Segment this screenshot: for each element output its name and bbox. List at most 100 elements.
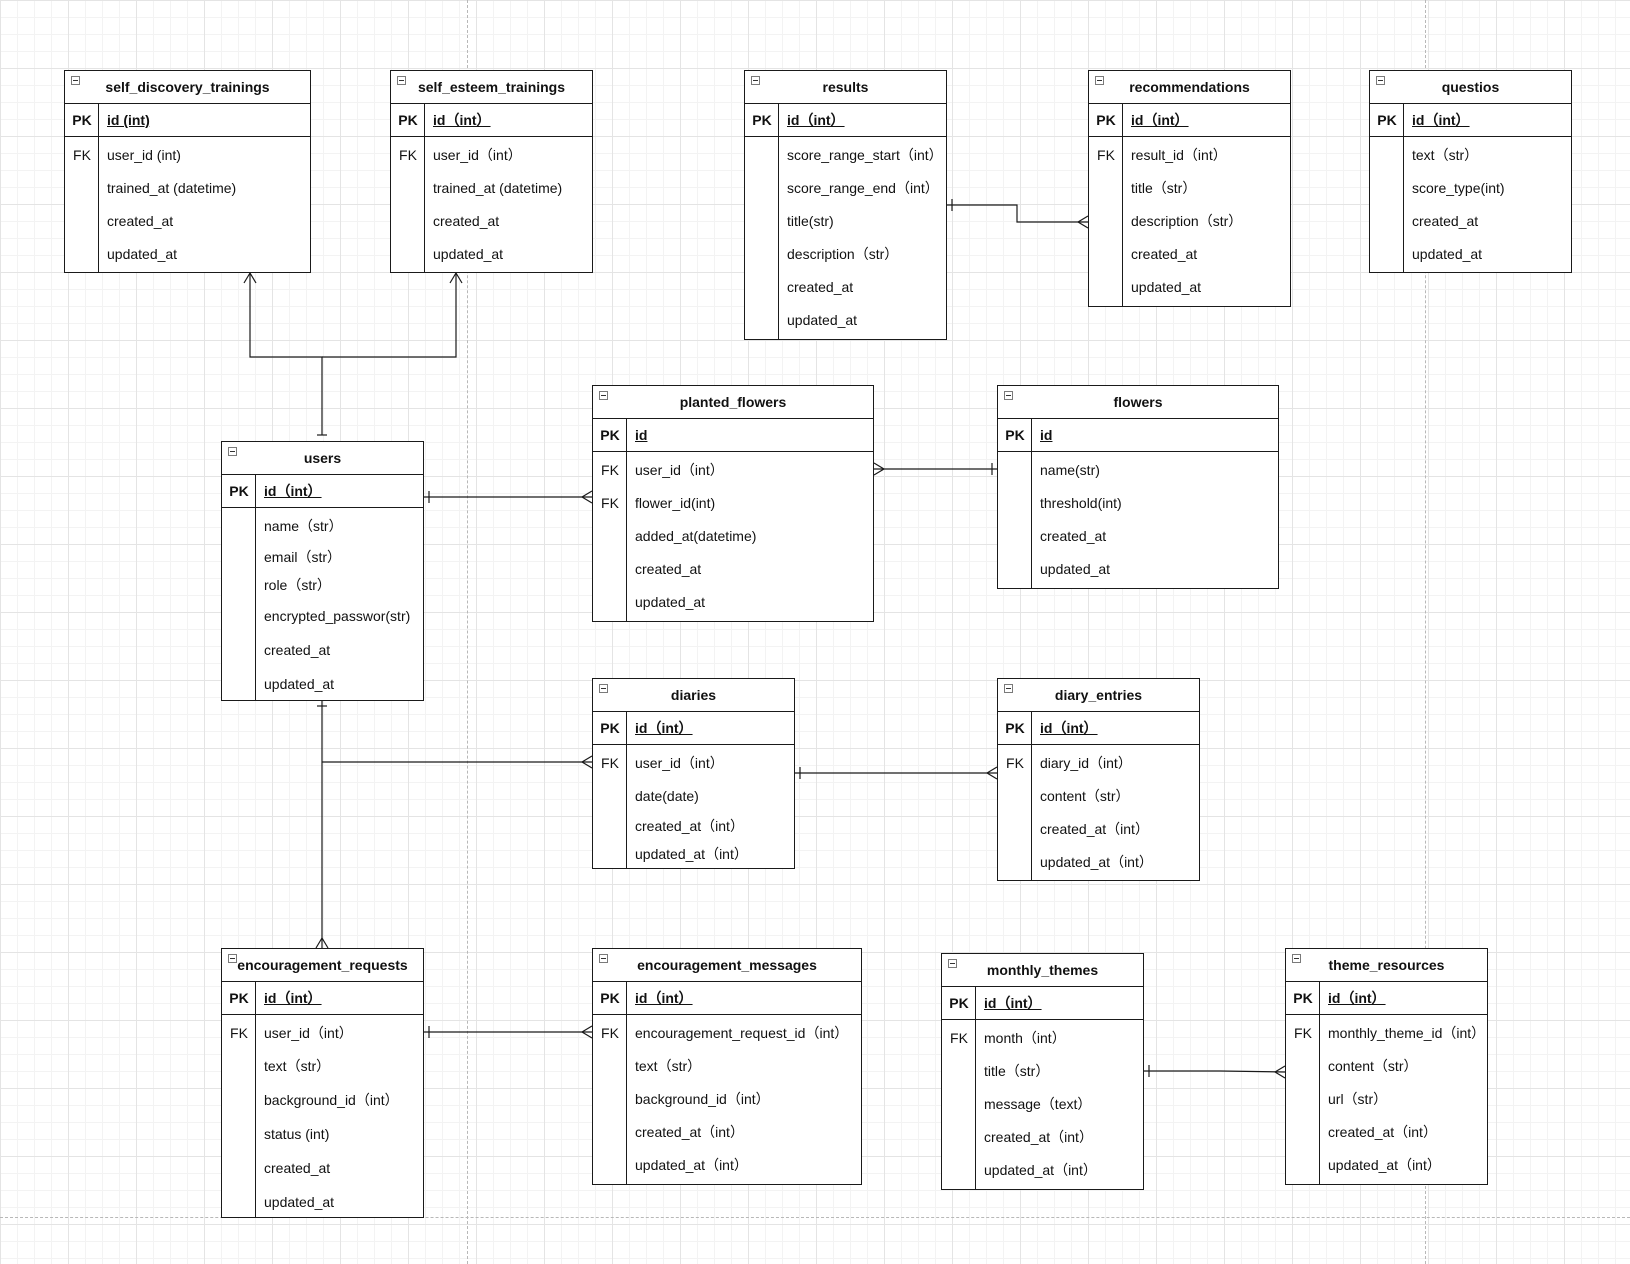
field-row[interactable]: updated_at	[222, 667, 423, 701]
field-row[interactable]: created_at	[745, 270, 946, 303]
field-row[interactable]: email（str）	[222, 543, 423, 571]
field-row[interactable]: updated_at	[1089, 270, 1290, 303]
field-row[interactable]: created_at（int）	[593, 812, 794, 840]
field-row[interactable]: trained_at (datetime)	[65, 171, 310, 204]
field-row[interactable]: text（str）	[593, 1049, 861, 1082]
field-row[interactable]: created_at	[1089, 237, 1290, 270]
field-row[interactable]: description（str）	[1089, 204, 1290, 237]
table-header[interactable]: encouragement_requests	[222, 949, 423, 982]
table-header[interactable]: recommendations	[1089, 71, 1290, 104]
collapse-icon[interactable]	[599, 391, 608, 400]
field-row[interactable]: updated_at（int）	[998, 845, 1199, 878]
field-row[interactable]: created_at	[65, 204, 310, 237]
collapse-icon[interactable]	[948, 959, 957, 968]
field-row[interactable]: encrypted_passwor(str)	[222, 599, 423, 633]
field-row[interactable]: updated_at（int）	[593, 1148, 861, 1181]
table-header[interactable]: encouragement_messages	[593, 949, 861, 982]
table-header[interactable]: questios	[1370, 71, 1571, 104]
field-row[interactable]: updated_at	[998, 552, 1278, 585]
field-row[interactable]: updated_at	[745, 303, 946, 336]
field-row[interactable]: name(str)	[998, 453, 1278, 486]
collapse-icon[interactable]	[228, 954, 237, 963]
field-row[interactable]: updated_at（int）	[1286, 1148, 1487, 1181]
field-row[interactable]: score_range_end（int）	[745, 171, 946, 204]
collapse-icon[interactable]	[599, 684, 608, 693]
collapse-icon[interactable]	[1095, 76, 1104, 85]
field-row[interactable]: title（str）	[942, 1054, 1143, 1087]
field-row[interactable]: status (int)	[222, 1117, 423, 1151]
field-row[interactable]: score_type(int)	[1370, 171, 1571, 204]
table-header[interactable]: planted_flowers	[593, 386, 873, 419]
field-row[interactable]: created_at	[593, 552, 873, 585]
field-row[interactable]: updated_at	[391, 237, 592, 270]
collapse-icon[interactable]	[751, 76, 760, 85]
table-header[interactable]: diary_entries	[998, 679, 1199, 712]
field-row[interactable]: updated_at	[222, 1185, 423, 1219]
field-row[interactable]: created_at	[1370, 204, 1571, 237]
field-row[interactable]: updated_at	[1370, 237, 1571, 270]
field-row[interactable]: created_at（int）	[942, 1120, 1143, 1153]
table-header[interactable]: diaries	[593, 679, 794, 712]
collapse-icon[interactable]	[228, 447, 237, 456]
field-row[interactable]: title（str）	[1089, 171, 1290, 204]
field-row[interactable]: updated_at（int）	[942, 1153, 1143, 1186]
collapse-icon[interactable]	[599, 954, 608, 963]
field-row[interactable]: created_at（int）	[998, 812, 1199, 845]
field-row[interactable]: threshold(int)	[998, 486, 1278, 519]
table-header[interactable]: theme_resources	[1286, 949, 1487, 982]
field-row[interactable]: trained_at (datetime)	[391, 171, 592, 204]
table-header[interactable]: users	[222, 442, 423, 475]
field-row[interactable]: updated_at	[593, 585, 873, 618]
field-row[interactable]: added_at(datetime)	[593, 519, 873, 552]
field-row[interactable]: score_range_start（int）	[745, 138, 946, 171]
collapse-icon[interactable]	[1376, 76, 1385, 85]
field-row[interactable]: updated_at	[65, 237, 310, 270]
field-row[interactable]: background_id（int）	[593, 1082, 861, 1115]
field-row[interactable]: created_at	[222, 633, 423, 667]
field-row[interactable]: created_at（int）	[593, 1115, 861, 1148]
field-row[interactable]: role（str）	[222, 571, 423, 599]
table-header[interactable]: self_esteem_trainings	[391, 71, 592, 104]
collapse-icon[interactable]	[1004, 391, 1013, 400]
field-row[interactable]: title(str)	[745, 204, 946, 237]
field-row[interactable]: updated_at（int）	[593, 840, 794, 868]
field-row[interactable]: url（str）	[1286, 1082, 1487, 1115]
field-row[interactable]: created_at	[998, 519, 1278, 552]
table-header[interactable]: flowers	[998, 386, 1278, 419]
field-row[interactable]: message（text）	[942, 1087, 1143, 1120]
field-row[interactable]: date(date)	[593, 779, 794, 812]
field-row[interactable]: description（str）	[745, 237, 946, 270]
field-row[interactable]: created_at（int）	[1286, 1115, 1487, 1148]
field-row[interactable]: created_at	[222, 1151, 423, 1185]
